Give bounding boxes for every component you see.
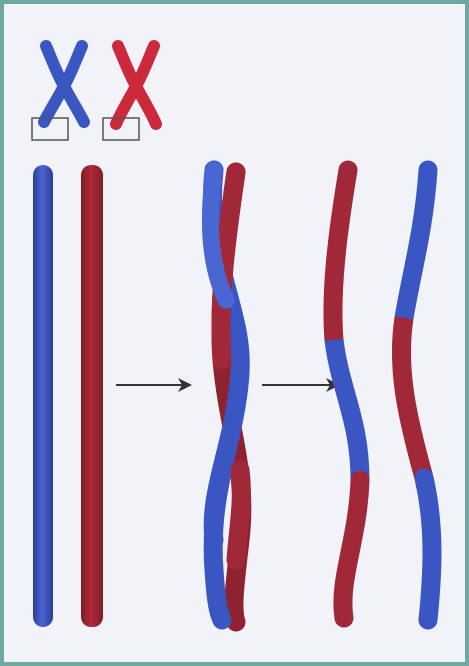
arrow-right-icon (116, 378, 192, 392)
red-chromosome (81, 165, 103, 627)
blue-chromosome (33, 165, 53, 627)
crossing-over-pair (210, 170, 241, 622)
arrow-right-icon (262, 378, 340, 392)
red-x-chromosome-icon (116, 46, 156, 124)
blue-x-chromosome-icon (44, 46, 84, 122)
recombined-chromatid-2 (401, 170, 432, 620)
recombined-chromatid-1 (333, 170, 360, 618)
